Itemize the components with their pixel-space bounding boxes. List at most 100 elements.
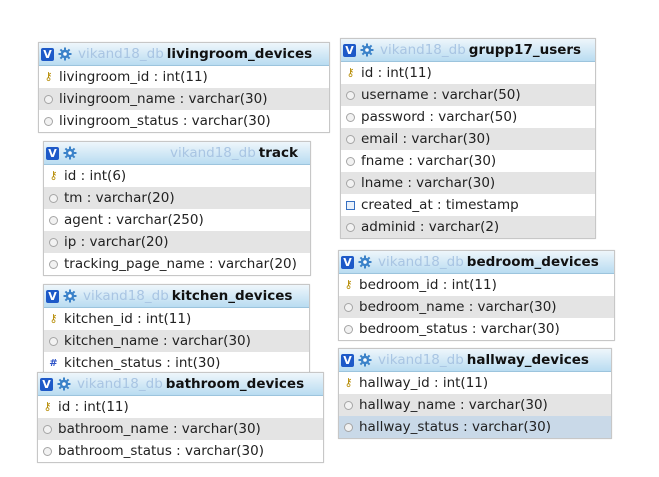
key-icon: ⚷ [44, 70, 53, 83]
field-label: username : varchar(50) [361, 87, 521, 103]
database-name: vikand18_db [77, 376, 163, 392]
field-label: agent : varchar(250) [64, 212, 204, 228]
collapse-toggle-icon[interactable]: V [46, 289, 59, 303]
collapse-toggle-icon[interactable]: V [41, 47, 54, 61]
field-label: kitchen_status : int(30) [64, 355, 221, 371]
gear-icon[interactable] [358, 255, 372, 269]
table-field-row[interactable]: ⚷ bedroom_id : int(11) [339, 274, 614, 296]
table-field-row[interactable]: ⚷id : int(11) [38, 396, 323, 418]
field-label: bathroom_status : varchar(30) [58, 443, 265, 459]
field-icon [344, 301, 353, 313]
field-label: hallway_id : int(11) [359, 375, 489, 391]
database-name: vikand18_db [83, 288, 169, 304]
field-icon [49, 258, 58, 270]
collapse-toggle-icon[interactable]: V [46, 146, 59, 160]
gear-icon[interactable] [360, 43, 374, 57]
table-field-row[interactable]: bathroom_status : varchar(30) [38, 440, 323, 462]
field-label: livingroom_status : varchar(30) [59, 113, 271, 129]
field-label: fname : varchar(30) [361, 153, 497, 169]
key-icon: ⚷ [49, 312, 58, 325]
field-label: ip : varchar(20) [64, 234, 169, 250]
table-name[interactable]: livingroom_devices [166, 46, 313, 62]
field-label: bedroom_name : varchar(30) [359, 299, 557, 315]
field-label: created_at : timestamp [361, 197, 519, 213]
table-name[interactable]: grupp17_users [468, 42, 582, 58]
table-name[interactable]: kitchen_devices [171, 288, 293, 304]
field-icon [44, 115, 53, 127]
table-field-row[interactable]: bathroom_name : varchar(30) [38, 418, 323, 440]
table-field-row[interactable]: hallway_status : varchar(30) [339, 416, 611, 438]
table-field-row[interactable]: ⚷ hallway_id : int(11) [339, 372, 611, 394]
gear-icon[interactable] [63, 289, 77, 303]
table-field-row[interactable]: username : varchar(50) [341, 84, 595, 106]
table-field-row[interactable]: ⚷livingroom_id : int(11) [39, 66, 329, 88]
field-label: hallway_status : varchar(30) [359, 419, 552, 435]
table-field-row[interactable]: agent : varchar(250) [44, 209, 310, 231]
field-icon [346, 89, 355, 101]
collapse-toggle-icon[interactable]: V [341, 255, 354, 269]
table-field-row[interactable]: adminid : varchar(2) [341, 216, 595, 238]
collapse-toggle-icon[interactable]: V [40, 377, 53, 391]
table-field-row[interactable]: ip : varchar(20) [44, 231, 310, 253]
table-field-row[interactable]: ⚷id : int(6) [44, 165, 310, 187]
table-field-row[interactable]: ⚷ kitchen_id : int(11) [44, 308, 309, 330]
field-label: bedroom_id : int(11) [359, 277, 497, 293]
table-field-row[interactable]: hallway_name : varchar(30) [339, 394, 611, 416]
key-icon: ⚷ [344, 376, 353, 389]
table-field-row[interactable]: password : varchar(50) [341, 106, 595, 128]
table-field-row[interactable]: livingroom_name : varchar(30) [39, 88, 329, 110]
table-field-row[interactable]: fname : varchar(30) [341, 150, 595, 172]
table-name[interactable]: hallway_devices [466, 352, 589, 368]
table-field-row[interactable]: ⚷id : int(11) [341, 62, 595, 84]
key-icon: ⚷ [344, 278, 353, 291]
table-field-row[interactable]: lname : varchar(30) [341, 172, 595, 194]
table-name[interactable]: track [258, 145, 298, 161]
key-icon: ⚷ [49, 169, 58, 182]
collapse-toggle-icon[interactable]: V [341, 353, 354, 367]
database-name: vikand18_db [378, 352, 464, 368]
table-field-row[interactable]: created_at : timestamp [341, 194, 595, 216]
table-field-row[interactable]: tm : varchar(20) [44, 187, 310, 209]
field-icon [49, 335, 58, 347]
field-icon [346, 155, 355, 167]
table-field-row[interactable]: email : varchar(30) [341, 128, 595, 150]
key-icon: ⚷ [346, 66, 355, 79]
gear-icon[interactable] [63, 146, 77, 160]
table-field-row[interactable]: bedroom_name : varchar(30) [339, 296, 614, 318]
field-icon [346, 221, 355, 233]
table-name[interactable]: bedroom_devices [466, 254, 599, 270]
table-field-row[interactable]: livingroom_status : varchar(30) [39, 110, 329, 132]
gear-icon[interactable] [57, 377, 71, 391]
table-field-row[interactable]: bedroom_status : varchar(30) [339, 318, 614, 340]
timestamp-field-icon [346, 199, 355, 211]
table-name[interactable]: bathroom_devices [165, 376, 305, 392]
field-label: tm : varchar(20) [64, 190, 175, 206]
table-field-row[interactable]: tracking_page_name : varchar(20) [44, 253, 310, 275]
field-icon [49, 192, 58, 204]
gear-icon[interactable] [358, 353, 372, 367]
table-field-row[interactable]: kitchen_name : varchar(30) [44, 330, 309, 352]
table-field-row[interactable]: #kitchen_status : int(30) [44, 352, 309, 374]
field-label: kitchen_name : varchar(30) [64, 333, 251, 349]
field-icon [344, 421, 353, 433]
key-icon: ⚷ [43, 400, 52, 413]
collapse-toggle-icon[interactable]: V [343, 43, 356, 57]
gear-icon[interactable] [58, 47, 72, 61]
field-label: password : varchar(50) [361, 109, 518, 125]
field-label: kitchen_id : int(11) [64, 311, 192, 327]
field-icon [344, 399, 353, 411]
